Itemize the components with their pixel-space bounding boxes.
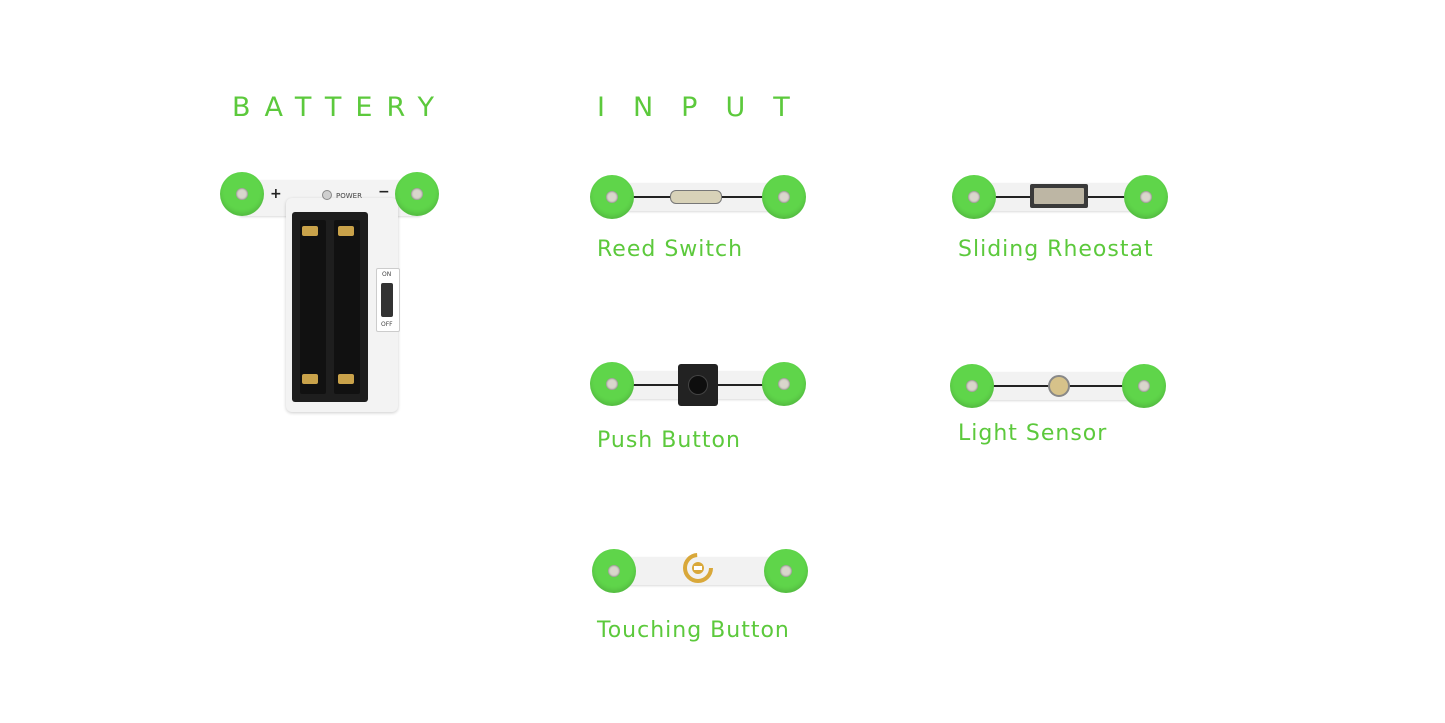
- battery-heading: BATTERY: [232, 92, 448, 123]
- rheostat-slider[interactable]: [1030, 184, 1088, 208]
- power-led: [322, 190, 332, 200]
- battery-positive-knob[interactable]: [220, 172, 264, 216]
- sliding-rheostat-label: Sliding Rheostat: [958, 237, 1154, 262]
- push-button-module: [588, 362, 808, 408]
- touching-button-right-knob[interactable]: [764, 549, 808, 593]
- reed-switch-left-knob[interactable]: [590, 175, 634, 219]
- light-sensor-left-knob[interactable]: [950, 364, 994, 408]
- minus-terminal-label: −: [378, 184, 390, 200]
- reed-glass-tube: [670, 190, 722, 204]
- rheostat-right-knob[interactable]: [1124, 175, 1168, 219]
- push-button-label: Push Button: [597, 428, 741, 453]
- switch-on-label: ON: [382, 271, 392, 278]
- light-sensor-right-knob[interactable]: [1122, 364, 1166, 408]
- power-label: POWER: [336, 192, 362, 200]
- input-heading: INPUT: [597, 92, 818, 123]
- sliding-rheostat-module: [950, 174, 1170, 220]
- light-sensor-label: Light Sensor: [958, 421, 1108, 446]
- reed-switch-label: Reed Switch: [597, 237, 744, 262]
- photoresistor: [1048, 375, 1070, 397]
- touching-button-label: Touching Button: [597, 618, 790, 643]
- touching-button-module: [590, 548, 810, 594]
- tactile-button[interactable]: [678, 364, 718, 406]
- reed-switch-right-knob[interactable]: [762, 175, 806, 219]
- battery-module: ON OFF + POWER −: [218, 168, 442, 418]
- push-button-left-knob[interactable]: [590, 362, 634, 406]
- push-button-right-knob[interactable]: [762, 362, 806, 406]
- touch-pad-icon[interactable]: [682, 552, 714, 584]
- battery-holder: [292, 212, 368, 402]
- power-switch[interactable]: ON OFF: [376, 268, 400, 332]
- touching-button-left-knob[interactable]: [592, 549, 636, 593]
- reed-switch-module: [588, 174, 808, 220]
- battery-negative-knob[interactable]: [395, 172, 439, 216]
- rheostat-left-knob[interactable]: [952, 175, 996, 219]
- plus-terminal-label: +: [270, 186, 282, 202]
- switch-off-label: OFF: [381, 321, 393, 328]
- light-sensor-module: [948, 363, 1172, 409]
